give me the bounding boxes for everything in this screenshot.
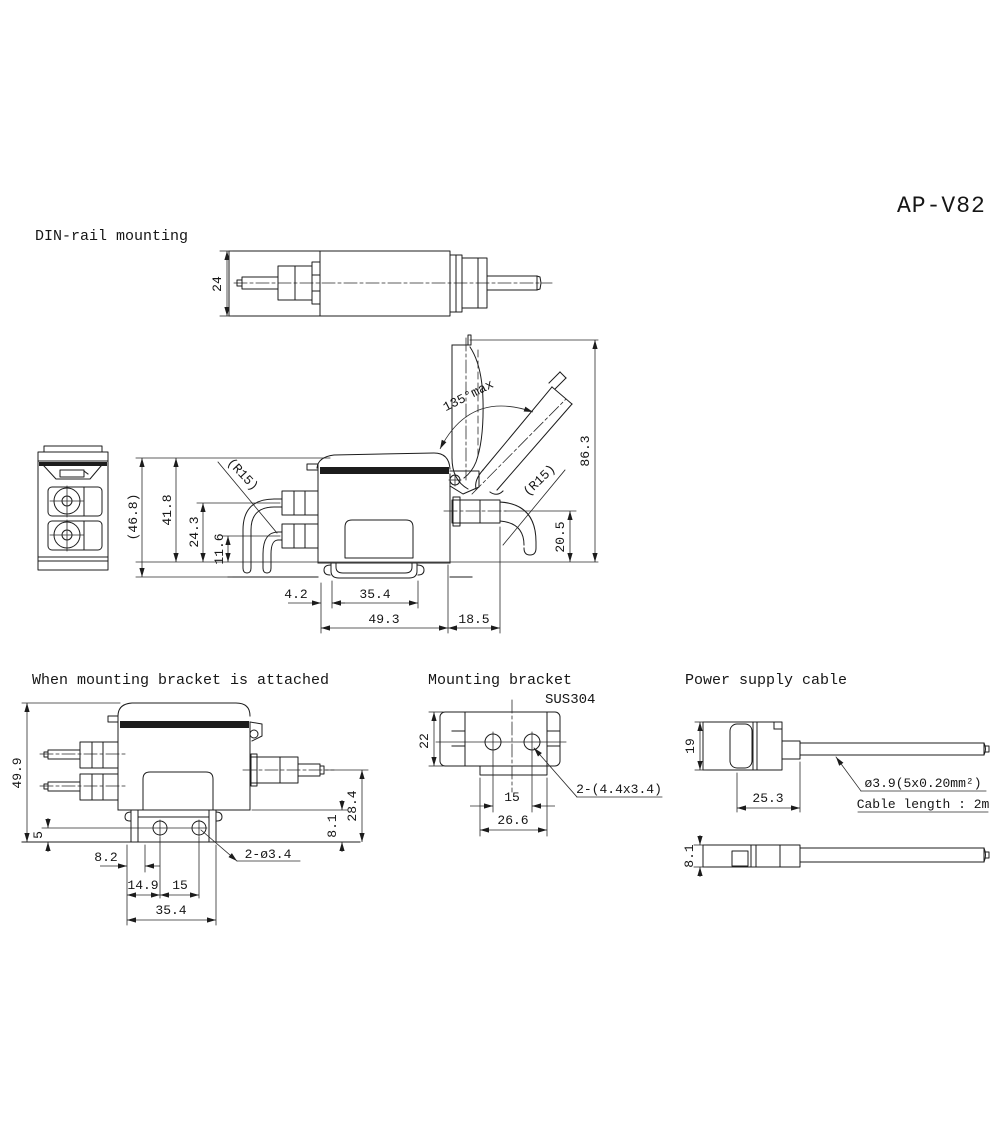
- model-title: AP-V82: [897, 193, 986, 219]
- bracket-attached-heading: When mounting bracket is attached: [32, 672, 329, 689]
- bracket-attached-section: When mounting bracket is attached: [10, 672, 369, 926]
- din-rail-top-view: [228, 250, 553, 317]
- dim-25-3-label: 25.3: [752, 791, 783, 806]
- dim-35-4-label: 35.4: [359, 587, 390, 602]
- dim-11-6-label: 11.6: [212, 533, 227, 564]
- dim-26-6-label: 26.6: [497, 813, 528, 828]
- mounting-bracket-section: Mounting bracket SUS304 22: [417, 672, 663, 837]
- cable-spec-label: ø3.9(5x0.20mm²): [864, 776, 981, 791]
- dim-8-1-label: 8.1: [325, 814, 340, 838]
- bracket-attached-dims: 49.9 5 8.1 28.4 8.2 14.: [10, 702, 369, 926]
- dim-49-3-label: 49.3: [368, 612, 399, 627]
- dim-22-label: 22: [417, 733, 432, 749]
- dim-35-4-bracket-label: 35.4: [155, 903, 186, 918]
- dim-8-1-cable-label: 8.1: [682, 844, 697, 868]
- mounting-bracket-heading: Mounting bracket: [428, 672, 572, 689]
- dim-28-4-label: 28.4: [345, 790, 360, 821]
- rotated-unit-vertical: [451, 334, 484, 490]
- dim-14-9-label: 14.9: [127, 878, 158, 893]
- dim-135max-label: 135°max: [441, 377, 497, 415]
- r15-callout-left: (R15): [217, 455, 278, 534]
- bracket-material-label: SUS304: [545, 692, 595, 708]
- dim-41-8-label: 41.8: [160, 494, 175, 525]
- dim-2-o3-4-label: 2-ø3.4: [245, 847, 292, 862]
- dim-24-3-label: 24.3: [187, 516, 202, 547]
- power-cable-heading: Power supply cable: [685, 672, 847, 689]
- power-cable-top-view: 19 25.3 ø3.9(5x0.20mm²) Cable length : 2…: [683, 721, 990, 813]
- power-cable-side-view: 8.1: [682, 835, 990, 877]
- dim-24-label: 24: [210, 276, 225, 292]
- dim-18-5-label: 18.5: [458, 612, 489, 627]
- din-rail-section: DIN-rail mounting 24: [35, 228, 553, 317]
- power-cable-section: Power supply cable 19 25.3 ø3: [682, 672, 990, 877]
- din-rail-dim-24: 24: [210, 250, 233, 317]
- dim-slots-label: 2-(4.4x3.4): [576, 782, 662, 797]
- dim-8-2-label: 8.2: [94, 850, 117, 865]
- dim-r15-right-label: (R15): [520, 462, 558, 500]
- mounting-bracket-view: [435, 699, 567, 793]
- dim-r15-left-label: (R15): [224, 455, 262, 494]
- dim-19-label: 19: [683, 738, 698, 754]
- main-right-dims: 86.3 20.5: [469, 339, 599, 562]
- main-view-section: 135°max (R15) (R15) (46.8) 41.8 24.3 11.…: [37, 334, 599, 634]
- rotation-arc-dim: 135°max: [439, 377, 534, 450]
- dim-49-9-label: 49.9: [10, 757, 25, 788]
- main-left-dims: (46.8) 41.8 24.3 11.6: [126, 457, 599, 578]
- main-bottom-dims: 4.2 35.4 49.3 18.5: [284, 526, 501, 634]
- dim-86-3-label: 86.3: [578, 435, 593, 466]
- dim-15-label: 15: [172, 878, 188, 893]
- cable-length-label: Cable length : 2m: [857, 797, 990, 812]
- dim-5-label: 5: [31, 831, 46, 839]
- bracket-attached-view: [21, 702, 361, 843]
- dim-15-bracket-label: 15: [504, 790, 520, 805]
- side-view-body: [227, 452, 537, 579]
- dim-46-8-label: (46.8): [126, 494, 141, 541]
- front-view: [37, 445, 109, 571]
- dim-20-5-label: 20.5: [553, 521, 568, 552]
- din-rail-heading: DIN-rail mounting: [35, 228, 188, 245]
- mounting-bracket-dims: 22 15 26.6 2-(4.4x3.4): [417, 711, 663, 837]
- dim-4-2-label: 4.2: [284, 587, 307, 602]
